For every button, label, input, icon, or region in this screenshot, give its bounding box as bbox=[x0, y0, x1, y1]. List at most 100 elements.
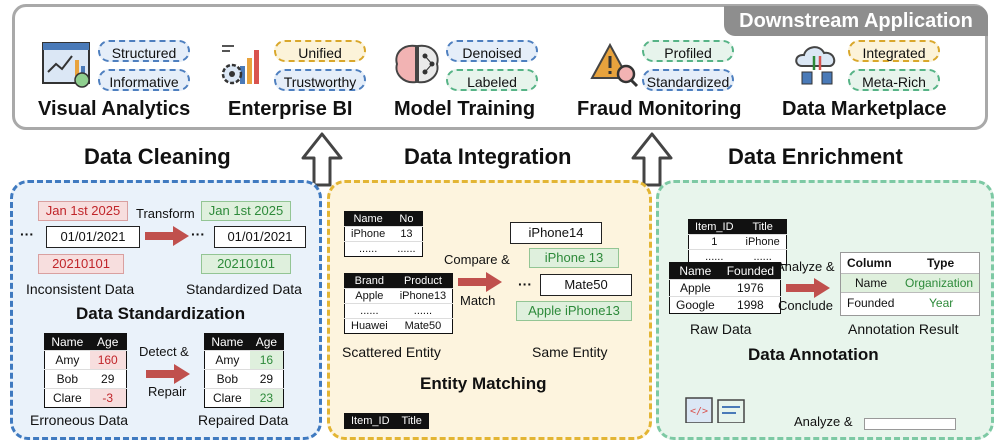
table-cell: -3 bbox=[89, 388, 127, 408]
annotation-result-label: Annotation Result bbox=[848, 321, 959, 337]
table-cell: 160 bbox=[89, 350, 127, 370]
table-cell: Google bbox=[669, 296, 721, 314]
tag-profiled: Profiled bbox=[642, 40, 734, 62]
inconsistent-date-red-1: Jan 1st 2025 bbox=[38, 201, 128, 221]
table-cell: Apple bbox=[344, 288, 394, 304]
column-header: Product bbox=[393, 273, 453, 289]
up-arrow-icon bbox=[631, 132, 673, 187]
column-header: Name bbox=[669, 262, 721, 280]
table-cell: Amy bbox=[44, 350, 90, 370]
analyze-label-bottom: Analyze & bbox=[794, 414, 853, 429]
transform-label: Transform bbox=[136, 206, 195, 221]
code-document-icon: </> bbox=[685, 397, 745, 423]
warning-magnifier-icon bbox=[590, 42, 639, 88]
column-header: No bbox=[391, 211, 423, 227]
repair-label: Repair bbox=[148, 384, 187, 399]
inconsistent-data-label: Inconsistent Data bbox=[26, 281, 135, 297]
column-header: Age bbox=[89, 333, 127, 351]
table-cell: iPhone bbox=[344, 226, 392, 242]
table-cell: ...... bbox=[688, 249, 740, 265]
section-title-data-integration: Data Integration bbox=[404, 144, 572, 169]
standardized-data-label: Standardized Data bbox=[186, 281, 302, 297]
right-arrow-icon bbox=[458, 272, 502, 292]
same-entity-label: Same Entity bbox=[532, 344, 608, 360]
column-header: Item_ID bbox=[688, 219, 740, 235]
standard-date-green-1: Jan 1st 2025 bbox=[201, 201, 291, 221]
column-header: Column bbox=[847, 256, 892, 270]
table-cell: Organization bbox=[905, 276, 974, 290]
tag-labeled: Labeled bbox=[446, 69, 538, 91]
erroneous-data-label: Erroneous Data bbox=[30, 412, 129, 428]
app-title-enterprise-bi: Enterprise BI bbox=[228, 98, 353, 120]
compare-label: Compare & bbox=[444, 252, 510, 267]
data-standardization-title: Data Standardization bbox=[76, 304, 246, 323]
downstream-application-badge: Downstream Application bbox=[724, 6, 988, 36]
standard-date-green-2: 20210101 bbox=[201, 254, 291, 274]
table-cell: Mate50 bbox=[393, 318, 453, 334]
table-cell: ...... bbox=[391, 241, 423, 257]
column-header: Name bbox=[204, 333, 250, 351]
cloud-database-icon bbox=[795, 46, 836, 85]
app-title-fraud-monitoring: Fraud Monitoring bbox=[577, 98, 742, 120]
tag-unified: Unified bbox=[274, 40, 366, 62]
section-title-data-cleaning: Data Cleaning bbox=[84, 144, 231, 169]
match-label: Match bbox=[460, 293, 496, 308]
column-header: Founded bbox=[720, 262, 781, 280]
right-arrow-icon bbox=[786, 278, 830, 298]
table-cell: Huawei bbox=[344, 318, 394, 334]
column-header: Type bbox=[927, 256, 955, 270]
table-cell: iPhone bbox=[739, 234, 787, 250]
inconsistent-date-main: 01/01/2021 bbox=[46, 226, 140, 248]
analyze-label: Analyze & bbox=[776, 259, 835, 274]
data-annotation-title: Data Annotation bbox=[748, 345, 879, 364]
ellipsis: ··· bbox=[191, 226, 205, 242]
table-cell: Founded bbox=[847, 296, 895, 310]
right-arrow-icon bbox=[145, 226, 189, 246]
table-cell: Clare bbox=[44, 388, 90, 408]
table-cell: ...... bbox=[739, 249, 787, 265]
dashboard-icon bbox=[42, 42, 90, 88]
scattered-entity-label: Scattered Entity bbox=[342, 344, 441, 360]
table-cell: Year bbox=[929, 296, 954, 310]
table-cell: 29 bbox=[249, 369, 284, 389]
standard-date-main: 01/01/2021 bbox=[214, 226, 306, 248]
table-cell: 13 bbox=[391, 226, 423, 242]
app-title-visual-analytics: Visual Analytics bbox=[38, 98, 191, 120]
svg-text:</>: </> bbox=[690, 406, 708, 417]
table-cell: Bob bbox=[204, 369, 250, 389]
ellipsis: ··· bbox=[20, 226, 34, 242]
table-cell: Name bbox=[855, 276, 888, 290]
table-cell: 29 bbox=[89, 369, 127, 389]
entity-matching-title: Entity Matching bbox=[420, 374, 547, 393]
tag-trustworthy: Trustworthy bbox=[274, 69, 366, 91]
brain-network-icon bbox=[395, 44, 439, 84]
app-title-data-marketplace: Data Marketplace bbox=[782, 98, 947, 120]
table-cell: iPhone13 bbox=[393, 288, 453, 304]
column-header: Brand bbox=[344, 273, 394, 289]
table-cell: Apple bbox=[669, 279, 721, 297]
annotation-result-card: Column Type Name Organization Founded Ye… bbox=[840, 252, 980, 316]
tag-denoised: Denoised bbox=[446, 40, 538, 62]
column-header: Name bbox=[44, 333, 90, 351]
tag-integrated: Integrated bbox=[848, 40, 940, 62]
tag-structured: Structured bbox=[98, 40, 190, 62]
section-title-data-enrichment: Data Enrichment bbox=[728, 144, 903, 169]
table-cell: 1998 bbox=[720, 296, 781, 314]
conclude-label: Conclude bbox=[778, 298, 833, 313]
column-header: Title bbox=[739, 219, 787, 235]
table-cell: ...... bbox=[393, 303, 453, 319]
table-cell: ...... bbox=[344, 241, 392, 257]
table-cell: Clare bbox=[204, 388, 250, 408]
app-title-model-training: Model Training bbox=[394, 98, 536, 120]
column-header: Item_ID bbox=[344, 413, 396, 429]
detect-label: Detect & bbox=[139, 344, 189, 359]
inconsistent-date-red-2: 20210101 bbox=[38, 254, 124, 274]
raw-data-label: Raw Data bbox=[690, 321, 752, 337]
bi-chart-gear-icon bbox=[221, 45, 259, 85]
column-header: Title bbox=[395, 413, 429, 429]
